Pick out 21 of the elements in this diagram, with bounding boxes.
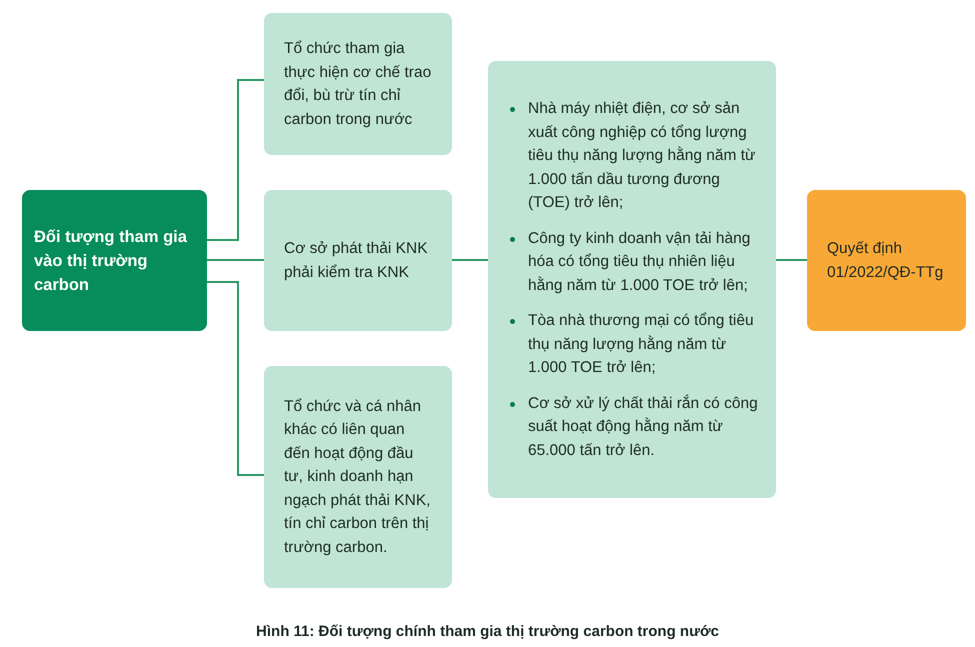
bullet-item: Công ty kinh doanh vận tải hàng hóa có tổng tiêu thụ nhiên liệu hằng năm từ 1.000 TOE trở lên; [510, 226, 758, 297]
box-text: Cơ sở phát thải KNK phải kiểm tra KNK [284, 239, 429, 282]
bullet-item: Cơ sở xử lý chất thải rắn có công suất hoạt động hằng năm từ 65.000 tấn trở lên. [510, 392, 758, 462]
text-box [807, 190, 966, 331]
text-box [264, 190, 452, 331]
figure-caption: Hình 11: Đối tượng chính tham gia thị trường carbon trong nước [255, 623, 720, 640]
connector-line [207, 79, 264, 241]
bullet-item: Tòa nhà thương mại có tổng tiêu thụ năng lượng hằng năm từ 1.000 TOE trở lên; [510, 309, 758, 380]
connector-line [207, 259, 264, 261]
connector-line [207, 281, 264, 476]
box-text: Tổ chức và cá nhân khác có liên quan đến hoạt động đầu tư, kinh doanh hạn ngạch phát thải KNK, tín chỉ carbon trên thị trường carbon. [284, 396, 432, 558]
connector-line [776, 259, 807, 261]
box-text: Đối tượng tham gia vào thị trường carbon [34, 226, 188, 296]
box-text: Tổ chức tham gia thực hiện cơ chế trao đổi, bù trừ tín chỉ carbon trong nước [284, 39, 432, 130]
connector-line [452, 259, 488, 261]
criteria-box [488, 61, 776, 498]
bullet-item: Nhà máy nhiệt điện, cơ sở sản xuất công nghiệp có tổng lượng tiêu thụ năng lượng hằng năm từ 1.000 tấn dầu tương đương (TOE) trở lên; [510, 97, 758, 214]
text-box [22, 190, 207, 331]
text-box [264, 366, 452, 588]
text-box [264, 13, 452, 155]
box-text: Quyết định 01/2022/QĐ-TTg [827, 239, 944, 282]
